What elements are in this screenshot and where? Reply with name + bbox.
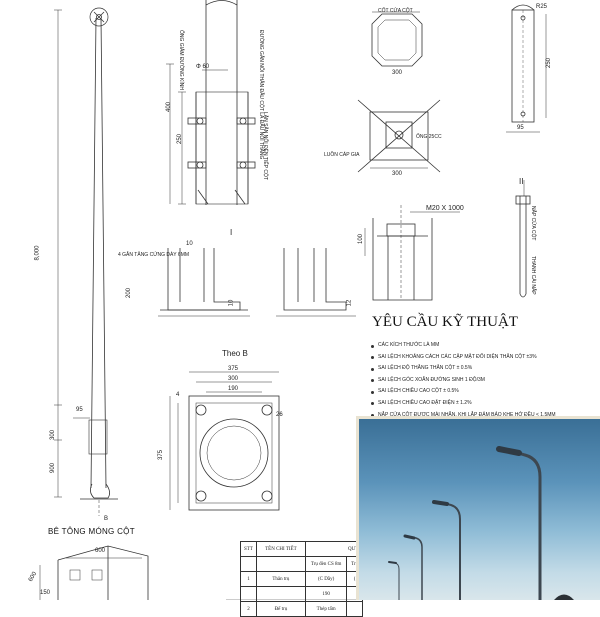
requirement-item: SAI LỆCH GÓC XOẮN ĐƯỜNG SINH 1 ĐỘ/3M (370, 375, 598, 387)
dim-r25: R25 (536, 4, 548, 10)
note-flange: LÂN SÂN NỐI ĐỂN TIẾP CỘT (262, 112, 268, 180)
note-door-cover: NẮP CỬA CỘT (530, 206, 536, 241)
requirement-item: SAI LỆCH CHIỀU CAO CỘT ± 0.5% (370, 386, 598, 398)
table-header: QUY (304, 541, 363, 557)
table-row: Trụ đèn CS 8m Trụ (240, 556, 363, 572)
requirements-title: YÊU CẦU KỸ THUẬT (372, 314, 518, 330)
label-section-ii: II (519, 177, 524, 186)
label-door-cutout: CỐT CỬA CỘT (378, 8, 413, 14)
pole-outline (90, 17, 107, 489)
dim-100: 100 (358, 233, 365, 245)
requirement-item: SAI LỆCH ĐỘ THẲNG THÂN CỘT ± 0.5% (370, 363, 598, 375)
label-b: B (104, 516, 109, 522)
requirement-item: NẮP CỬA CỘT ĐƯỢC MÀI NHẴN, KHI LẮP ĐẢM B… (370, 410, 598, 422)
dim-300: 300 (50, 429, 57, 441)
dim-10-base: 10 (228, 299, 235, 307)
street-light-icon (388, 446, 574, 600)
dim-200: 200 (126, 287, 133, 299)
dim-400: 400 (166, 101, 173, 113)
dim-250: 250 (177, 133, 184, 145)
table-header: TÊN CHI TIẾT (255, 541, 306, 557)
dim-150: 150 (40, 590, 51, 596)
technical-drawing-sheet: 8,000 95 300 900 B 400 250 Φ 60 ỐNG GIẢM… (28, 0, 600, 617)
label-stiffeners: 4 GÂN TĂNG CỨNG DÀY 6MM (118, 252, 190, 258)
table-row: 190 (240, 586, 363, 602)
table-header: STT (240, 541, 257, 557)
dim-95-door: 95 (517, 125, 524, 131)
requirement-item: CÁC KÍCH THƯỚC LÀ MM (370, 340, 598, 352)
table-row: 1 Thân trụ (C Dầy) ( (240, 571, 363, 587)
dim-375-top: 375 (228, 366, 239, 372)
dim-pole-height: 8,000 (34, 245, 41, 261)
dim-300-plate: 300 (392, 171, 403, 177)
dim-95: 95 (76, 407, 83, 413)
requirement-item: SAI LỆCH CHIỀU CAO ĐẶT ĐIỆN ± 1.2% (370, 398, 598, 410)
dim-4: 4 (176, 392, 180, 398)
dim-10-top: 10 (186, 241, 193, 247)
dim-375-left: 375 (158, 449, 165, 461)
dim-26: 26 (276, 412, 283, 418)
foundation-title: BÊ TÔNG MÓNG CỘT (48, 527, 135, 536)
dim-250-door: 250 (546, 57, 553, 69)
dim-12: 12 (346, 299, 353, 307)
drawing-lines (39, 0, 547, 600)
requirement-item: SAI LỆCH KHOẢNG CÁCH CÁC CẶP MẶT ĐỐI DIỆ… (370, 352, 598, 364)
label-cable-conduit: LUỒN CÁP GIA (324, 152, 360, 158)
label-section-i: I (230, 228, 233, 237)
label-pipe-25: ỐNG 25CC (416, 134, 442, 140)
label-bolt-m20: M20 X 1000 (426, 205, 464, 212)
requirements-list: CÁC KÍCH THƯỚC LÀ MM SAI LỆCH KHOẢNG CÁC… (370, 340, 598, 421)
parts-table: STT TÊN CHI TIẾT QUY Trụ đèn CS 8m Trụ 1… (240, 541, 363, 617)
note-cover-bar: THANH CÀI NẮP (530, 256, 536, 295)
table-row: 2 Đế trụ Thép tấm (240, 601, 363, 617)
note-reduced-pipe: ỐNG GIẢM ĐƯỜNG KÍNH (178, 30, 184, 90)
dim-phi-60: Φ 60 (196, 64, 210, 70)
dim-600-top: 600 (95, 548, 106, 554)
street-light-photo (359, 419, 600, 600)
dim-190: 190 (228, 386, 239, 392)
label-theo-b: Theo B (222, 349, 248, 358)
dim-300-top: 300 (392, 70, 403, 76)
dim-900: 900 (50, 462, 57, 474)
dim-300-mid: 300 (228, 376, 239, 382)
